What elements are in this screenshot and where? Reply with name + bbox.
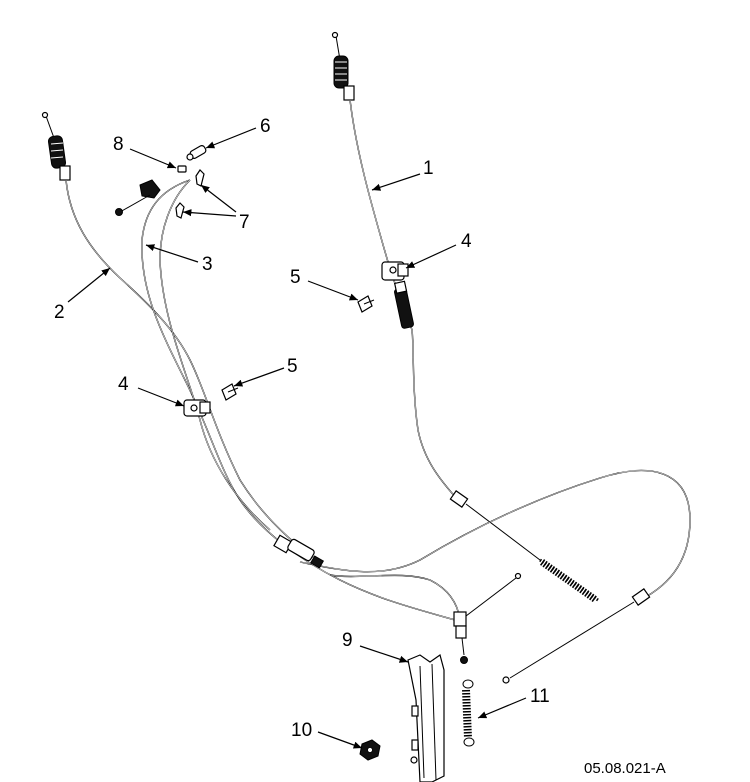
- cable-1-adjuster: [393, 280, 414, 329]
- loop-cable-end: [502, 588, 651, 684]
- cable-3: [115, 179, 456, 621]
- cable-1-boot: [333, 55, 355, 101]
- screw-5-left: [221, 383, 239, 401]
- callout-4-left: 4: [118, 374, 129, 395]
- callout-10: 10: [291, 720, 312, 741]
- callout-9: 9: [342, 630, 353, 651]
- callout-3: 3: [202, 254, 213, 275]
- screw-5-right: [357, 295, 375, 313]
- callout-4-right: 4: [461, 231, 472, 252]
- lower-ferrule: [453, 572, 522, 664]
- callout-7: 7: [239, 212, 250, 233]
- cable-1: [331, 31, 541, 561]
- cable-2-boot: [47, 135, 71, 181]
- callout-5-right: 5: [290, 267, 301, 288]
- cable-3-lever: [115, 179, 161, 216]
- clip-8: [177, 165, 187, 173]
- callout-11: 11: [530, 686, 550, 707]
- figure-reference: 05.08.021-A: [584, 760, 666, 777]
- cable-1-spring: [539, 558, 599, 603]
- clips-7: [175, 169, 205, 219]
- loop-cable: [299, 469, 691, 601]
- nut-10: [359, 739, 381, 761]
- spring-11: [462, 679, 475, 747]
- bracket-9: [407, 654, 445, 782]
- callout-6: 6: [260, 116, 271, 137]
- callout-2: 2: [54, 302, 65, 323]
- clamp-4-right: [381, 261, 409, 281]
- callout-1: 1: [423, 158, 434, 179]
- middle-adjuster: [273, 534, 325, 569]
- callout-8: 8: [113, 134, 124, 155]
- clamp-4-left: [183, 399, 211, 417]
- pin-6: [186, 145, 207, 161]
- callout-5-left: 5: [287, 356, 298, 377]
- cable-2: [41, 111, 321, 563]
